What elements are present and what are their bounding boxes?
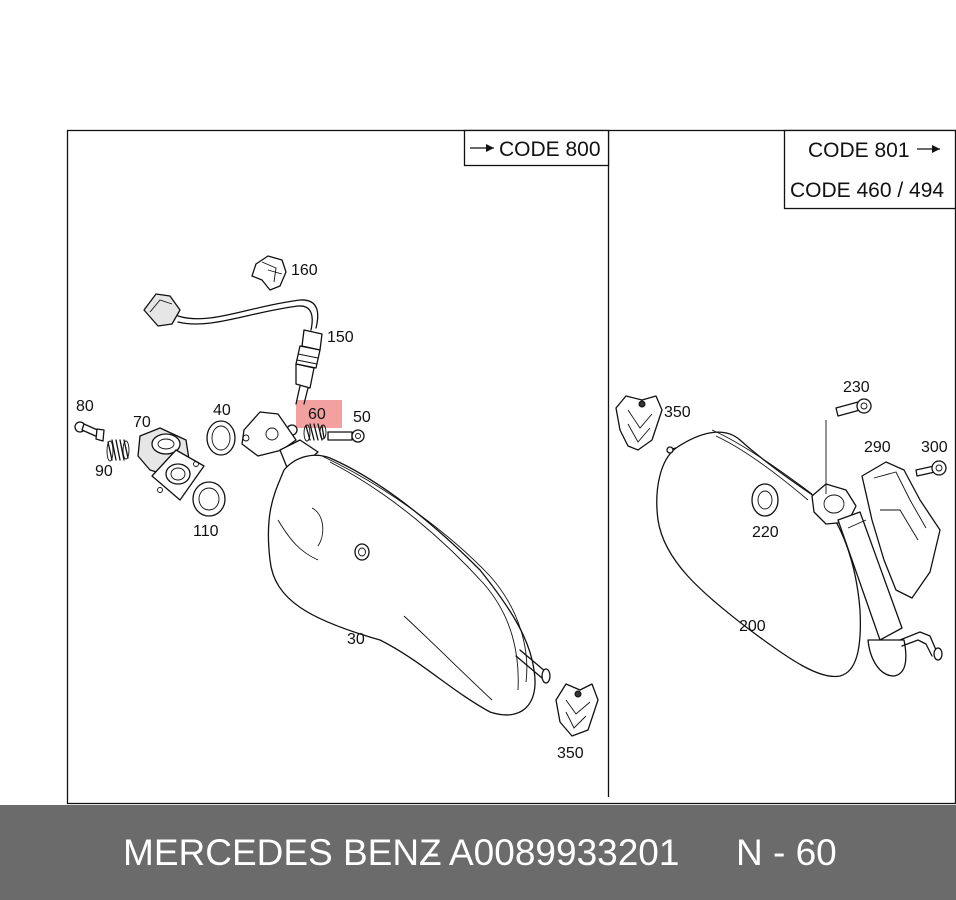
part-200-front-muffler: [656, 429, 862, 678]
part-350-hanger-left: [555, 683, 599, 737]
label-90: 90: [95, 463, 113, 480]
footer-brand: MERCEDES BENZ: [123, 832, 442, 873]
label-300: 300: [921, 439, 948, 456]
footer-separator: -: [427, 832, 440, 873]
code-800-label: CODE 800: [499, 138, 601, 161]
code-460-494-label: CODE 460 / 494: [790, 179, 944, 202]
part-230-bolt: [825, 398, 872, 494]
part-outlet-pipe: [837, 511, 943, 677]
arrow-right-icon: [486, 144, 494, 152]
footer-part-number: A0089933201: [449, 832, 680, 873]
part-220-flange: [811, 483, 857, 525]
part-70-valve-actuator: [137, 427, 205, 501]
label-70: 70: [133, 414, 151, 431]
part-160-connector-clip: [251, 255, 287, 291]
exploded-parts-diagram: CODE 800 CODE 801 CODE 460 / 494: [66, 129, 956, 805]
part-290-heat-shield: [861, 461, 941, 599]
arrow-right-icon: [932, 145, 940, 153]
label-160: 160: [291, 262, 318, 279]
part-300-bolt: [915, 460, 947, 477]
label-230: 230: [843, 379, 870, 396]
footer-position: N - 60: [736, 832, 837, 873]
part-150-oxygen-sensor: [143, 293, 323, 405]
code-801-label: CODE 801: [808, 139, 910, 162]
part-110-seal-ring: [192, 481, 226, 517]
label-50: 50: [353, 409, 371, 426]
label-80: 80: [76, 398, 94, 415]
part-90-spring: [106, 439, 130, 462]
label-350-left: 350: [557, 745, 584, 762]
label-60: 60: [308, 406, 326, 423]
label-30: 30: [347, 631, 365, 648]
code-box-right: CODE 801 CODE 460 / 494: [783, 129, 956, 210]
part-40-gasket-ring: [206, 420, 236, 456]
label-200: 200: [739, 618, 766, 635]
part-30-rear-muffler: [241, 411, 551, 716]
part-350-hanger-right: [615, 395, 663, 451]
label-350-right: 350: [664, 404, 691, 421]
label-110: 110: [193, 523, 219, 540]
label-220: 220: [752, 524, 779, 541]
highlight-part-60: [296, 400, 342, 428]
part-80-bolt: [74, 421, 105, 442]
part-60-spring: [286, 423, 327, 442]
label-150: 150: [327, 329, 354, 346]
code-box-left: CODE 800: [463, 129, 610, 167]
footer-bar: MERCEDES BENZ - A0089933201 N - 60: [0, 805, 956, 900]
label-40: 40: [213, 402, 231, 419]
label-290: 290: [864, 439, 891, 456]
part-50-bolt: [327, 429, 365, 443]
